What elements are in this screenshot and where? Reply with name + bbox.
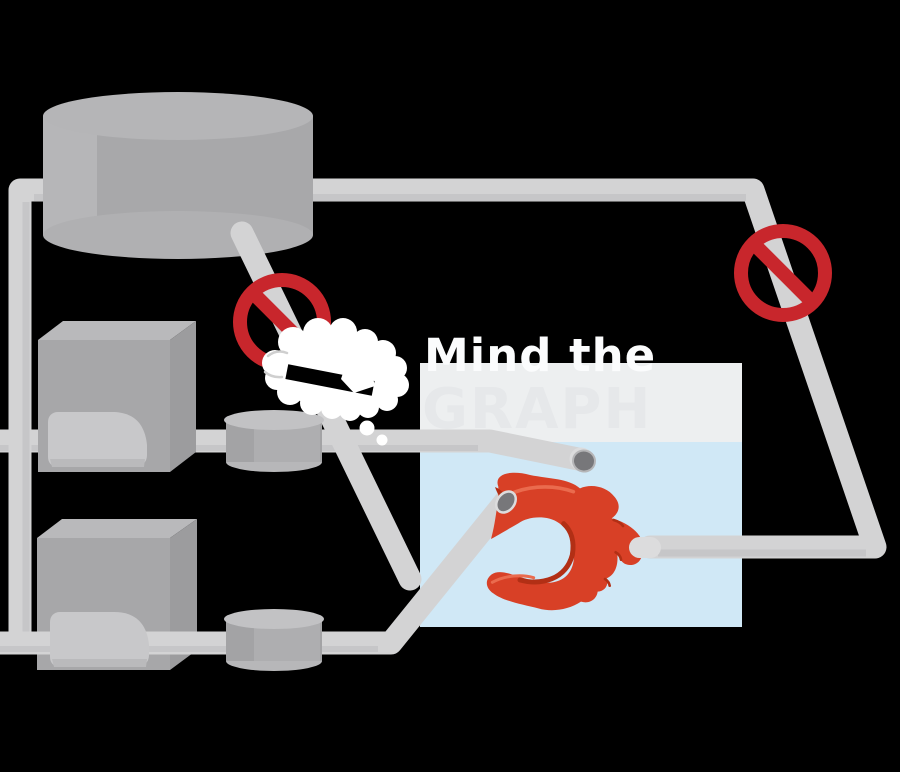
organ-notches <box>603 518 625 587</box>
vapor-bubble <box>359 420 375 436</box>
cloud-fold-detail <box>263 370 284 379</box>
main-pipe-circuit <box>8 178 887 655</box>
prohibition-sign-icon-right <box>734 224 832 322</box>
box1-side-face <box>170 321 196 472</box>
pipe-open-mouth <box>572 449 596 473</box>
tank-highlight <box>43 116 97 235</box>
organ-inner-shadow <box>517 521 576 585</box>
box1-top-face <box>38 321 196 340</box>
storage-tank <box>43 92 313 259</box>
broken-pipe-tip <box>341 364 375 393</box>
watermark-mind-the-text: Mind the <box>424 329 656 382</box>
pipe-openings <box>495 447 661 558</box>
tank-bottom-rim <box>43 211 313 259</box>
watermark-graph-text: GRAPH <box>422 377 652 442</box>
cloud-fold-detail <box>266 350 289 358</box>
smoke-cloud <box>262 318 409 446</box>
box2-module <box>50 612 149 667</box>
box2-top-face <box>37 519 197 538</box>
pump-1 <box>224 410 324 472</box>
watermark: GRAPH Mind the <box>422 329 656 442</box>
container-air-band <box>420 363 742 442</box>
box1-module <box>48 412 147 467</box>
tank-top-lid <box>43 92 313 140</box>
vapor-bubble <box>376 434 388 446</box>
pump-2 <box>224 609 324 671</box>
organ-highlight <box>490 574 536 584</box>
right-pipe-end-cap <box>629 537 661 558</box>
pipe-open-mouth <box>495 490 517 514</box>
box-modules <box>48 412 149 667</box>
